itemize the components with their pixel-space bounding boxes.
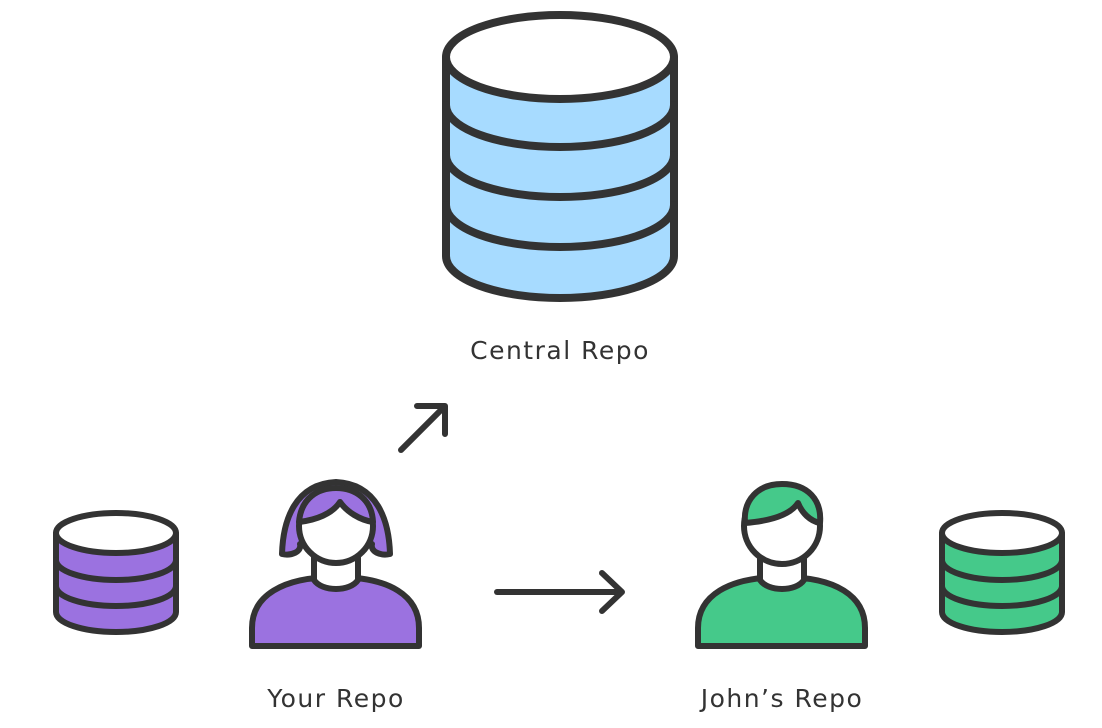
central-db-band-1 [442,101,678,151]
john-person-hair [741,481,824,526]
central-db-band-2 [442,151,678,201]
central-db-band-3 [442,201,678,251]
central-repo-label: Central Repo [470,336,650,365]
john-repo-database-icon [939,510,1065,635]
your-repo-label: Your Repo [266,684,405,713]
push-arrow-icon [398,403,448,453]
share-arrow-icon [494,570,625,614]
your-repo-database-icon [53,510,179,635]
your-person-hair-bangs [296,485,376,525]
your-db-top [53,510,179,556]
johns-repo-label: John’s Repo [699,684,864,713]
john-db-top [939,510,1065,556]
your-person-icon [249,479,422,649]
central-db-top [442,11,678,103]
central-repo-database-icon [442,11,678,302]
john-person-icon [695,481,868,649]
